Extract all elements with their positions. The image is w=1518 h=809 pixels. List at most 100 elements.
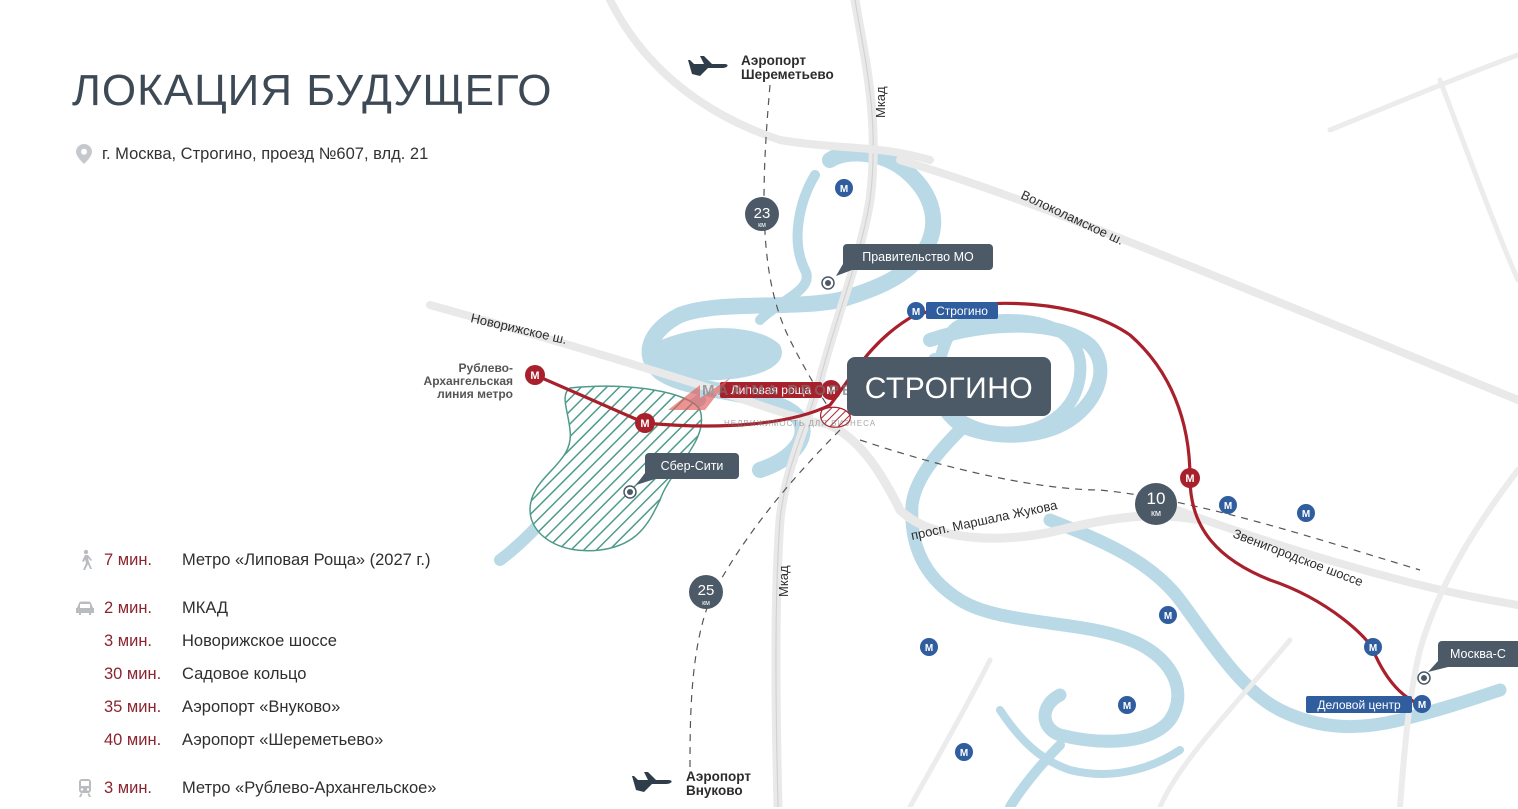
- svg-text:10: 10: [1147, 489, 1166, 508]
- svg-text:Москва-С: Москва-С: [1450, 647, 1506, 661]
- poi-government[interactable]: Правительство МО: [821, 244, 993, 290]
- svg-text:М: М: [530, 370, 539, 382]
- legend-row-car: 2 мин. МКАД: [70, 596, 530, 629]
- distance-badge-23: 23 км: [745, 197, 779, 231]
- svg-text:км: км: [702, 600, 710, 607]
- road-label-novorizhskoe: Новорижское ш.: [469, 310, 568, 347]
- metro-red-icon: М: [525, 365, 545, 385]
- road-network: [426, 0, 1518, 807]
- svg-text:М: М: [1224, 501, 1232, 512]
- legend-label: МКАД: [182, 599, 229, 617]
- airport-vnukovo-label-2: Внуково: [686, 783, 743, 798]
- svg-text:линия метро: линия метро: [437, 387, 513, 401]
- airplane-icon: [632, 772, 672, 792]
- location-pin-icon: [76, 144, 92, 164]
- svg-text:Сбер-Сити: Сбер-Сити: [661, 459, 724, 473]
- station-strogino[interactable]: М Строгино: [907, 302, 998, 320]
- road-label-zvenigorodskoe: Звенигородское шоссе: [1231, 526, 1365, 589]
- svg-text:Архангельская: Архангельская: [424, 374, 513, 388]
- svg-text:Деловой центр: Деловой центр: [1317, 698, 1401, 712]
- legend-row-train: 3 мин. Метро «Рублево-Архангельское»: [70, 776, 530, 809]
- airport-sheremetyevo-label-1: Аэропорт: [741, 53, 806, 68]
- project-site: [820, 406, 851, 428]
- metro-stations-blue: М М М М М М М М: [835, 179, 1382, 761]
- svg-text:М: М: [912, 307, 920, 318]
- legend-time: 2 мин.: [104, 599, 153, 617]
- svg-text:км: км: [758, 222, 766, 229]
- airport-sheremetyevo-label-2: Шереметьево: [741, 67, 834, 82]
- station-delovoy-tsentr[interactable]: Деловой центр М: [1306, 695, 1431, 713]
- svg-text:М: М: [826, 385, 835, 397]
- svg-text:М: М: [840, 184, 848, 195]
- poi-moscow-city[interactable]: Москва-С: [1417, 641, 1518, 685]
- legend-time: 35 мин.: [104, 698, 162, 716]
- legend-row-car: 35 мин. Аэропорт «Внуково»: [70, 695, 530, 728]
- distance-badge-25: 25 км: [689, 575, 723, 609]
- svg-text:км: км: [1151, 508, 1161, 518]
- road-label-mkad-south: Мкад: [776, 565, 791, 597]
- road-label-mkad-north: Мкад: [873, 86, 888, 118]
- walking-person-icon: [82, 549, 92, 570]
- svg-text:СТРОГИНО: СТРОГИНО: [865, 372, 1034, 405]
- airport-vnukovo-label-1: Аэропорт: [686, 769, 751, 784]
- metro-lines: [533, 301, 1422, 707]
- legend-time: 3 мин.: [104, 779, 153, 797]
- metro-blue-icon: М: [1219, 496, 1237, 514]
- metro-blue-icon: М: [1297, 504, 1315, 522]
- distance-badge-10: 10 км: [1135, 483, 1177, 525]
- svg-text:М: М: [1369, 643, 1377, 654]
- legend-time: 40 мин.: [104, 731, 162, 749]
- legend-label: Метро «Рублево-Архангельское»: [182, 779, 437, 797]
- svg-text:М: М: [925, 643, 933, 654]
- poi-sber-city[interactable]: Сбер-Сити: [623, 453, 739, 499]
- airport-vnukovo: Аэропорт Внуково: [632, 769, 751, 798]
- legend-label: Аэропорт «Шереметьево»: [182, 731, 384, 749]
- watermark-brand: MAXIMA PROPERTY: [702, 382, 894, 399]
- address-text: г. Москва, Строгино, проезд №607, влд. 2…: [102, 144, 429, 163]
- svg-text:М: М: [1185, 473, 1194, 485]
- legend-time: 3 мин.: [104, 632, 153, 650]
- district-label-strogino: СТРОГИНО: [847, 357, 1051, 416]
- svg-text:М: М: [1164, 611, 1172, 622]
- legend-time: 30 мин.: [104, 665, 162, 683]
- svg-text:25: 25: [698, 582, 715, 599]
- page-title: ЛОКАЦИЯ БУДУЩЕГО: [72, 66, 553, 115]
- legend-row-car: 3 мин. Новорижское шоссе: [70, 629, 530, 662]
- svg-text:М: М: [640, 418, 649, 430]
- svg-text:Липовая роща: Липовая роща: [731, 383, 812, 397]
- metro-blue-icon: М: [1118, 696, 1136, 714]
- road-label-volokolamskoe: Волоколамское ш.: [1019, 187, 1126, 248]
- rublevo-line-label: Рублево- Архангельская линия метро: [424, 361, 513, 401]
- svg-text:Правительство МО: Правительство МО: [862, 250, 974, 264]
- metro-blue-icon: М: [1364, 638, 1382, 656]
- metro-red-icon: М: [1180, 468, 1200, 488]
- train-icon: [79, 779, 91, 797]
- watermark-tagline: НЕДВИЖИМОСТЬ ДЛЯ БИЗНЕСА: [724, 419, 876, 428]
- legend-label: Аэропорт «Внуково»: [182, 698, 341, 716]
- legend-row-walk: 7 мин. Метро «Липовая Роща» (2027 г.): [70, 548, 530, 581]
- metro-red-icon: М: [635, 413, 655, 433]
- metro-blue-icon: М: [835, 179, 853, 197]
- metro-blue-icon: М: [955, 743, 973, 761]
- airport-sheremetyevo: Аэропорт Шереметьево: [688, 53, 834, 82]
- legend-time: 7 мин.: [104, 551, 153, 569]
- metro-blue-icon: М: [1159, 606, 1177, 624]
- legend-label: Садовое кольцо: [182, 665, 307, 683]
- svg-text:М: М: [1302, 509, 1310, 520]
- svg-text:23: 23: [754, 205, 771, 222]
- station-lipovaya-roshcha[interactable]: Липовая роща М: [720, 380, 841, 400]
- svg-text:Рублево-: Рублево-: [459, 361, 513, 375]
- watermark-logo: MAXIMA PROPERTY НЕДВИЖИМОСТЬ ДЛЯ БИЗНЕСА: [668, 378, 894, 428]
- svg-text:М: М: [1418, 700, 1426, 711]
- legend-row-car: 40 мин. Аэропорт «Шереметьево»: [70, 728, 530, 761]
- legend-row-car: 30 мин. Садовое кольцо: [70, 662, 530, 695]
- metro-stations-red: М М М: [525, 365, 1200, 488]
- svg-text:М: М: [960, 748, 968, 759]
- svg-text:М: М: [1123, 701, 1131, 712]
- airplane-icon: [688, 56, 728, 76]
- legend-label: Метро «Липовая Роща» (2027 г.): [182, 551, 431, 569]
- address-line: г. Москва, Строгино, проезд №607, влд. 2…: [76, 144, 428, 164]
- metro-blue-icon: М: [920, 638, 938, 656]
- car-icon: [76, 601, 94, 615]
